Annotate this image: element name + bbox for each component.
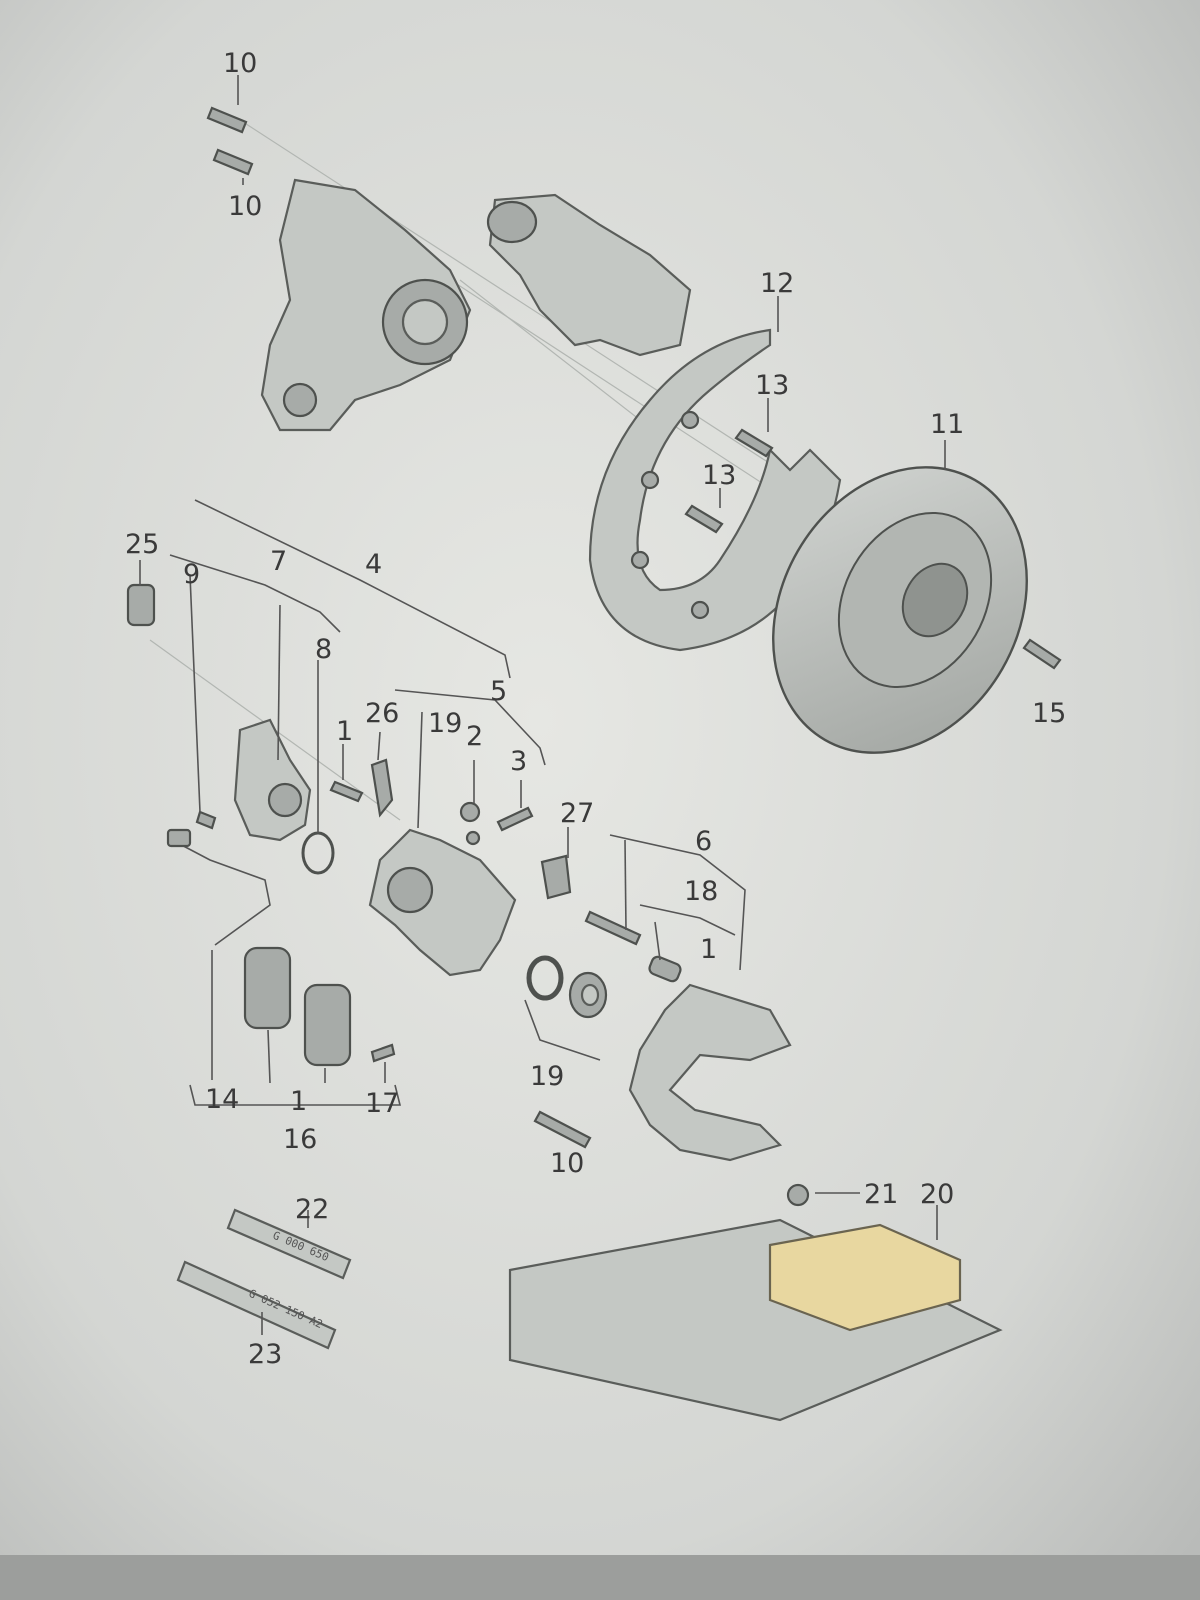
callout-15: 15	[1032, 698, 1066, 729]
callout-26: 26	[365, 698, 399, 729]
callout-22: 22	[295, 1194, 329, 1225]
callout-19-top: 19	[428, 708, 462, 739]
callout-6: 6	[695, 826, 712, 857]
callout-7: 7	[270, 546, 287, 577]
wheel-bearing-housing	[260, 178, 472, 432]
brake-pad-b	[303, 983, 352, 1067]
piston-19-b	[568, 971, 608, 1019]
callout-10-top: 10	[223, 48, 257, 79]
control-unit-20	[768, 1223, 962, 1332]
callout-14: 14	[205, 1084, 239, 1115]
callout-13-a: 13	[755, 370, 789, 401]
guide-bolt-6	[584, 910, 642, 946]
screen-bezel	[0, 1555, 1200, 1600]
bleed-screw-2	[459, 801, 481, 846]
bushing-18	[648, 955, 682, 983]
callout-18: 18	[684, 876, 718, 907]
callout-12: 12	[760, 268, 794, 299]
callout-3: 3	[510, 746, 527, 777]
callout-4: 4	[365, 549, 382, 580]
callout-13-b: 13	[702, 460, 736, 491]
guide-pin-3	[496, 806, 534, 832]
nut-21	[786, 1183, 810, 1207]
actuator-7	[233, 718, 312, 842]
bolt-13-b	[684, 504, 724, 534]
bolt-10-top-b	[212, 148, 254, 176]
clip-17	[370, 1043, 396, 1063]
brake-caliper	[368, 828, 517, 977]
callout-16: 16	[283, 1124, 317, 1155]
callout-27: 27	[560, 798, 594, 829]
callout-20: 20	[920, 1179, 954, 1210]
callout-11: 11	[930, 409, 964, 440]
callout-25: 25	[125, 529, 159, 560]
bolt-10-bottom	[533, 1110, 592, 1149]
grease-tube-23: G 052 150 A2	[176, 1260, 337, 1350]
callout-8: 8	[315, 634, 332, 665]
cap-25	[126, 583, 156, 627]
caliper-carrier	[628, 983, 792, 1162]
brake-disc	[772, 466, 1028, 754]
bolt-13-a	[734, 428, 774, 458]
bolt-10-top-a	[206, 106, 248, 134]
bracket-26	[370, 758, 394, 818]
seal-19-a	[526, 955, 564, 1001]
callout-19-bottom: 19	[530, 1061, 564, 1092]
callout-1-bottom: 1	[290, 1086, 307, 1117]
callout-23: 23	[248, 1339, 282, 1370]
callout-21: 21	[864, 1179, 898, 1210]
callout-1-mid: 1	[700, 934, 717, 965]
bolt-9	[195, 810, 217, 830]
bracket-27	[540, 854, 572, 900]
callout-9: 9	[183, 559, 200, 590]
callout-10-second: 10	[228, 191, 262, 222]
callout-1-top: 1	[336, 716, 353, 747]
parking-brake-motor	[486, 193, 692, 357]
bolt-15	[1022, 638, 1062, 670]
callout-17: 17	[365, 1088, 399, 1119]
wear-sensor-14	[166, 828, 271, 946]
bolt-1-a	[329, 780, 364, 803]
leader-lines	[139, 75, 946, 1335]
callout-5: 5	[490, 676, 507, 707]
callout-labels: 10 10 12 13 13 11 25 9 7 4 8 5 26 19 2 1…	[125, 48, 1066, 1370]
callout-2: 2	[466, 721, 483, 752]
callout-10-bottom: 10	[550, 1148, 584, 1179]
brake-pad-a	[243, 946, 292, 1030]
